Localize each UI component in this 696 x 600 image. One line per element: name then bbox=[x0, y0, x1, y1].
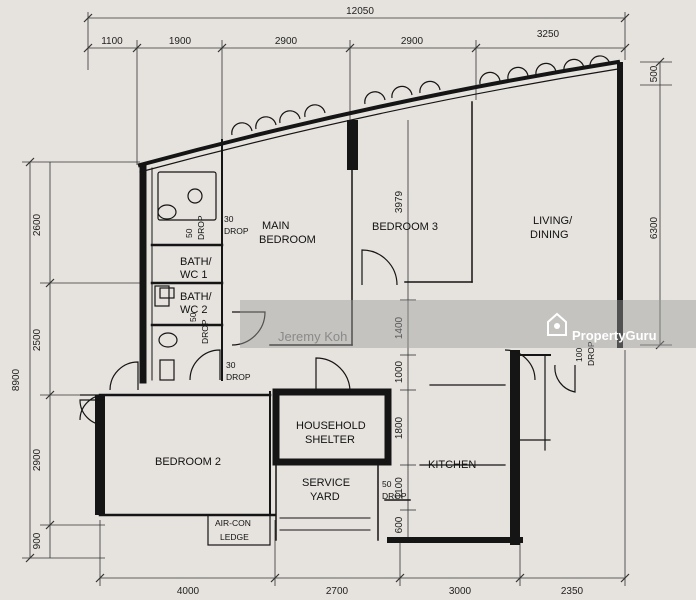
main-bedroom-label-1: MAIN bbox=[262, 220, 290, 232]
dim-bottom-2: 2700 bbox=[326, 586, 349, 597]
watermark-logo-text: PropertyGuru bbox=[572, 328, 657, 343]
living-label-2: DINING bbox=[530, 229, 569, 241]
dim-bottom-1: 4000 bbox=[177, 586, 200, 597]
watermark-band bbox=[240, 300, 696, 348]
bath2-label-2: WC 2 bbox=[180, 304, 208, 316]
drop3-value: 50 bbox=[188, 312, 198, 322]
room-labels: MAIN BEDROOM BEDROOM 3 LIVING/ DINING BA… bbox=[155, 215, 573, 542]
bath2-label-1: BATH/ bbox=[180, 291, 213, 303]
bathroom-fixtures bbox=[154, 171, 217, 381]
drop2-text: DROP bbox=[196, 215, 206, 240]
aircon-label-1: AIR-CON bbox=[215, 518, 251, 528]
service-yard-label-2: YARD bbox=[310, 491, 340, 503]
drop6-text: DROP bbox=[586, 341, 596, 366]
drop5-value: 50 bbox=[382, 479, 392, 489]
dim-interior-4: 1800 bbox=[394, 416, 405, 439]
dim-left-total: 8900 bbox=[11, 368, 22, 391]
door-swings bbox=[79, 249, 576, 426]
dim-left-3: 2900 bbox=[32, 448, 43, 471]
dim-top-right: 500 bbox=[649, 65, 660, 82]
drop1-value: 30 bbox=[224, 214, 234, 224]
propertyguru-logo-icon bbox=[547, 312, 567, 336]
dim-right: 6300 bbox=[649, 216, 660, 239]
dim-top-2: 1900 bbox=[169, 36, 192, 47]
dim-left-2: 2500 bbox=[32, 328, 43, 351]
dim-interior-6: 600 bbox=[394, 516, 405, 533]
dim-top-4: 2900 bbox=[401, 36, 424, 47]
aircon-label-2: LEDGE bbox=[220, 532, 249, 542]
bath1-label-1: BATH/ bbox=[180, 256, 213, 268]
dim-top-3: 2900 bbox=[275, 36, 298, 47]
drop5-text: DROP bbox=[382, 491, 407, 501]
drop6-value: 100 bbox=[574, 348, 584, 362]
dim-left-1: 2600 bbox=[32, 213, 43, 236]
dim-bottom-3: 3000 bbox=[449, 586, 472, 597]
bedroom3-label: BEDROOM 3 bbox=[372, 221, 438, 233]
drop2-value: 50 bbox=[184, 228, 194, 238]
drop4-text: DROP bbox=[226, 372, 251, 382]
dim-top-1: 1100 bbox=[101, 36, 123, 47]
watermark-name: Jeremy Koh bbox=[278, 329, 347, 344]
drop1-text: DROP bbox=[224, 226, 249, 236]
dim-interior-3: 1000 bbox=[394, 360, 405, 383]
dim-bottom-4: 2350 bbox=[561, 586, 584, 597]
dim-top-total: 12050 bbox=[346, 6, 374, 17]
drop3-text: DROP bbox=[200, 319, 210, 344]
bedroom2-label: BEDROOM 2 bbox=[155, 456, 221, 468]
dimension-lines bbox=[22, 12, 672, 586]
dim-interior-1: 3979 bbox=[394, 190, 405, 213]
dim-interior-5: 1100 bbox=[394, 477, 405, 499]
bath1-label-2: WC 1 bbox=[180, 269, 208, 281]
watermark: Jeremy Koh PropertyGuru bbox=[240, 300, 696, 348]
living-label-1: LIVING/ bbox=[533, 215, 573, 227]
dim-interior-2: 1400 bbox=[394, 316, 405, 339]
walls bbox=[95, 59, 623, 546]
service-yard-label-1: SERVICE bbox=[302, 477, 350, 489]
shelter-label-1: HOUSEHOLD bbox=[296, 420, 366, 432]
shelter-label-2: SHELTER bbox=[305, 434, 355, 446]
facade-windows bbox=[231, 55, 611, 136]
dim-top-5: 3250 bbox=[537, 29, 560, 40]
dim-left-4: 900 bbox=[32, 532, 43, 549]
main-bedroom-label-2: BEDROOM bbox=[259, 234, 316, 246]
drop-labels: 30 DROP 50 DROP 50 DROP 30 DROP 50 DROP … bbox=[184, 214, 596, 501]
dimension-labels: 12050 1100 1900 2900 2900 3250 500 6300 … bbox=[11, 6, 660, 597]
kitchen-label: KITCHEN bbox=[428, 459, 476, 471]
drop4-value: 30 bbox=[226, 360, 236, 370]
